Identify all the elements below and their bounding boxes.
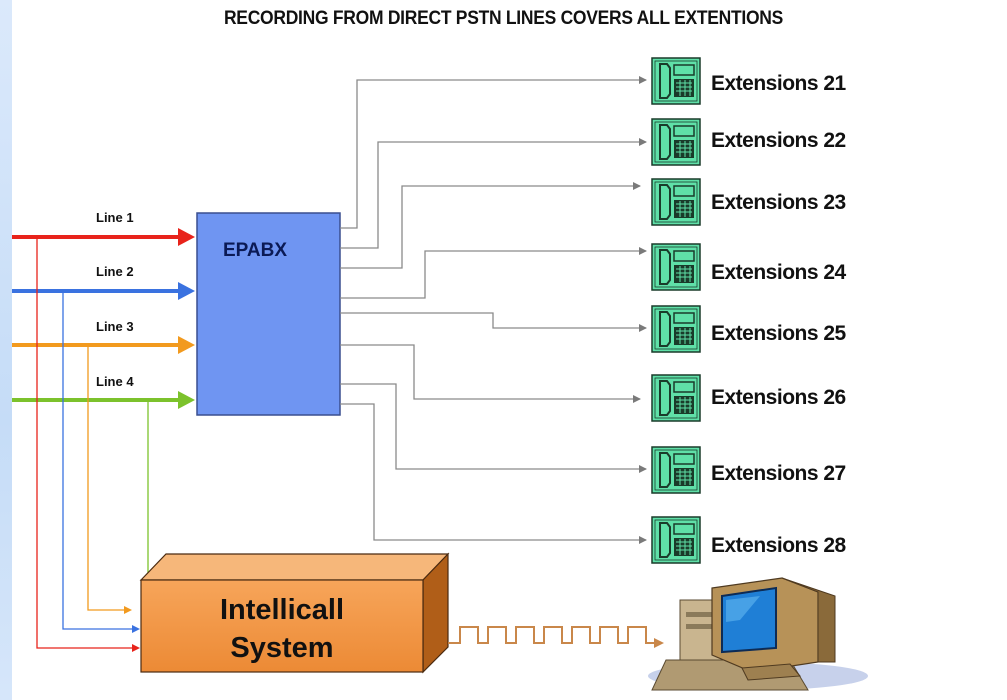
extensions: Extensions 21 Extensions 22 Exte xyxy=(651,57,847,564)
telephone-icon xyxy=(651,243,701,291)
extension-23-label: Extensions 23 xyxy=(711,191,846,214)
telephone-icon xyxy=(651,118,701,166)
extension-27-label: Extensions 27 xyxy=(711,462,846,485)
telephone-icon xyxy=(651,178,701,226)
extension-23: Extensions 23 xyxy=(651,178,846,226)
intellicall-system-box: Intellicall System xyxy=(139,552,450,674)
diagram-title: RECORDING FROM DIRECT PSTN LINES COVERS … xyxy=(223,8,784,29)
tap-lines xyxy=(36,237,149,652)
line-3-label: Line 3 xyxy=(96,319,134,334)
system-label-line2: System xyxy=(230,632,333,664)
extension-21: Extensions 21 xyxy=(651,57,847,105)
extension-25: Extensions 25 xyxy=(651,305,847,353)
pstn-lines: Line 1 Line 2 Line 3 Line 4 xyxy=(12,210,195,409)
extension-27: Extensions 27 xyxy=(651,446,846,494)
extension-26: Extensions 26 xyxy=(651,374,846,422)
extension-22: Extensions 22 xyxy=(651,118,846,166)
extension-connectors xyxy=(340,76,647,544)
extension-28-label: Extensions 28 xyxy=(711,534,847,557)
pstn-line-4: Line 4 xyxy=(12,374,195,409)
extension-24: Extensions 24 xyxy=(651,243,847,291)
telephone-icon xyxy=(651,374,701,422)
extension-21-label: Extensions 21 xyxy=(711,72,847,95)
extension-22-label: Extensions 22 xyxy=(711,129,846,152)
system-label-line1: Intellicall xyxy=(220,594,344,626)
telephone-icon xyxy=(651,305,701,353)
left-edge-band xyxy=(0,0,12,700)
epabx-label: EPABX xyxy=(223,240,287,261)
line-2-label: Line 2 xyxy=(96,264,134,279)
line-1-label: Line 1 xyxy=(96,210,134,225)
computer-icon xyxy=(648,577,868,691)
telephone-icon xyxy=(651,516,701,564)
telephone-icon xyxy=(651,57,701,105)
pstn-line-3: Line 3 xyxy=(12,319,195,354)
telephone-icon xyxy=(651,446,701,494)
pstn-line-1: Line 1 xyxy=(12,210,195,246)
pstn-line-2: Line 2 xyxy=(12,264,195,300)
line-4-label: Line 4 xyxy=(96,374,134,389)
extension-28: Extensions 28 xyxy=(651,516,847,564)
extension-25-label: Extensions 25 xyxy=(711,322,847,345)
extension-26-label: Extensions 26 xyxy=(711,386,846,409)
extension-24-label: Extensions 24 xyxy=(711,261,847,284)
signal-wave xyxy=(448,626,664,648)
epabx-box: EPABX xyxy=(196,212,341,416)
